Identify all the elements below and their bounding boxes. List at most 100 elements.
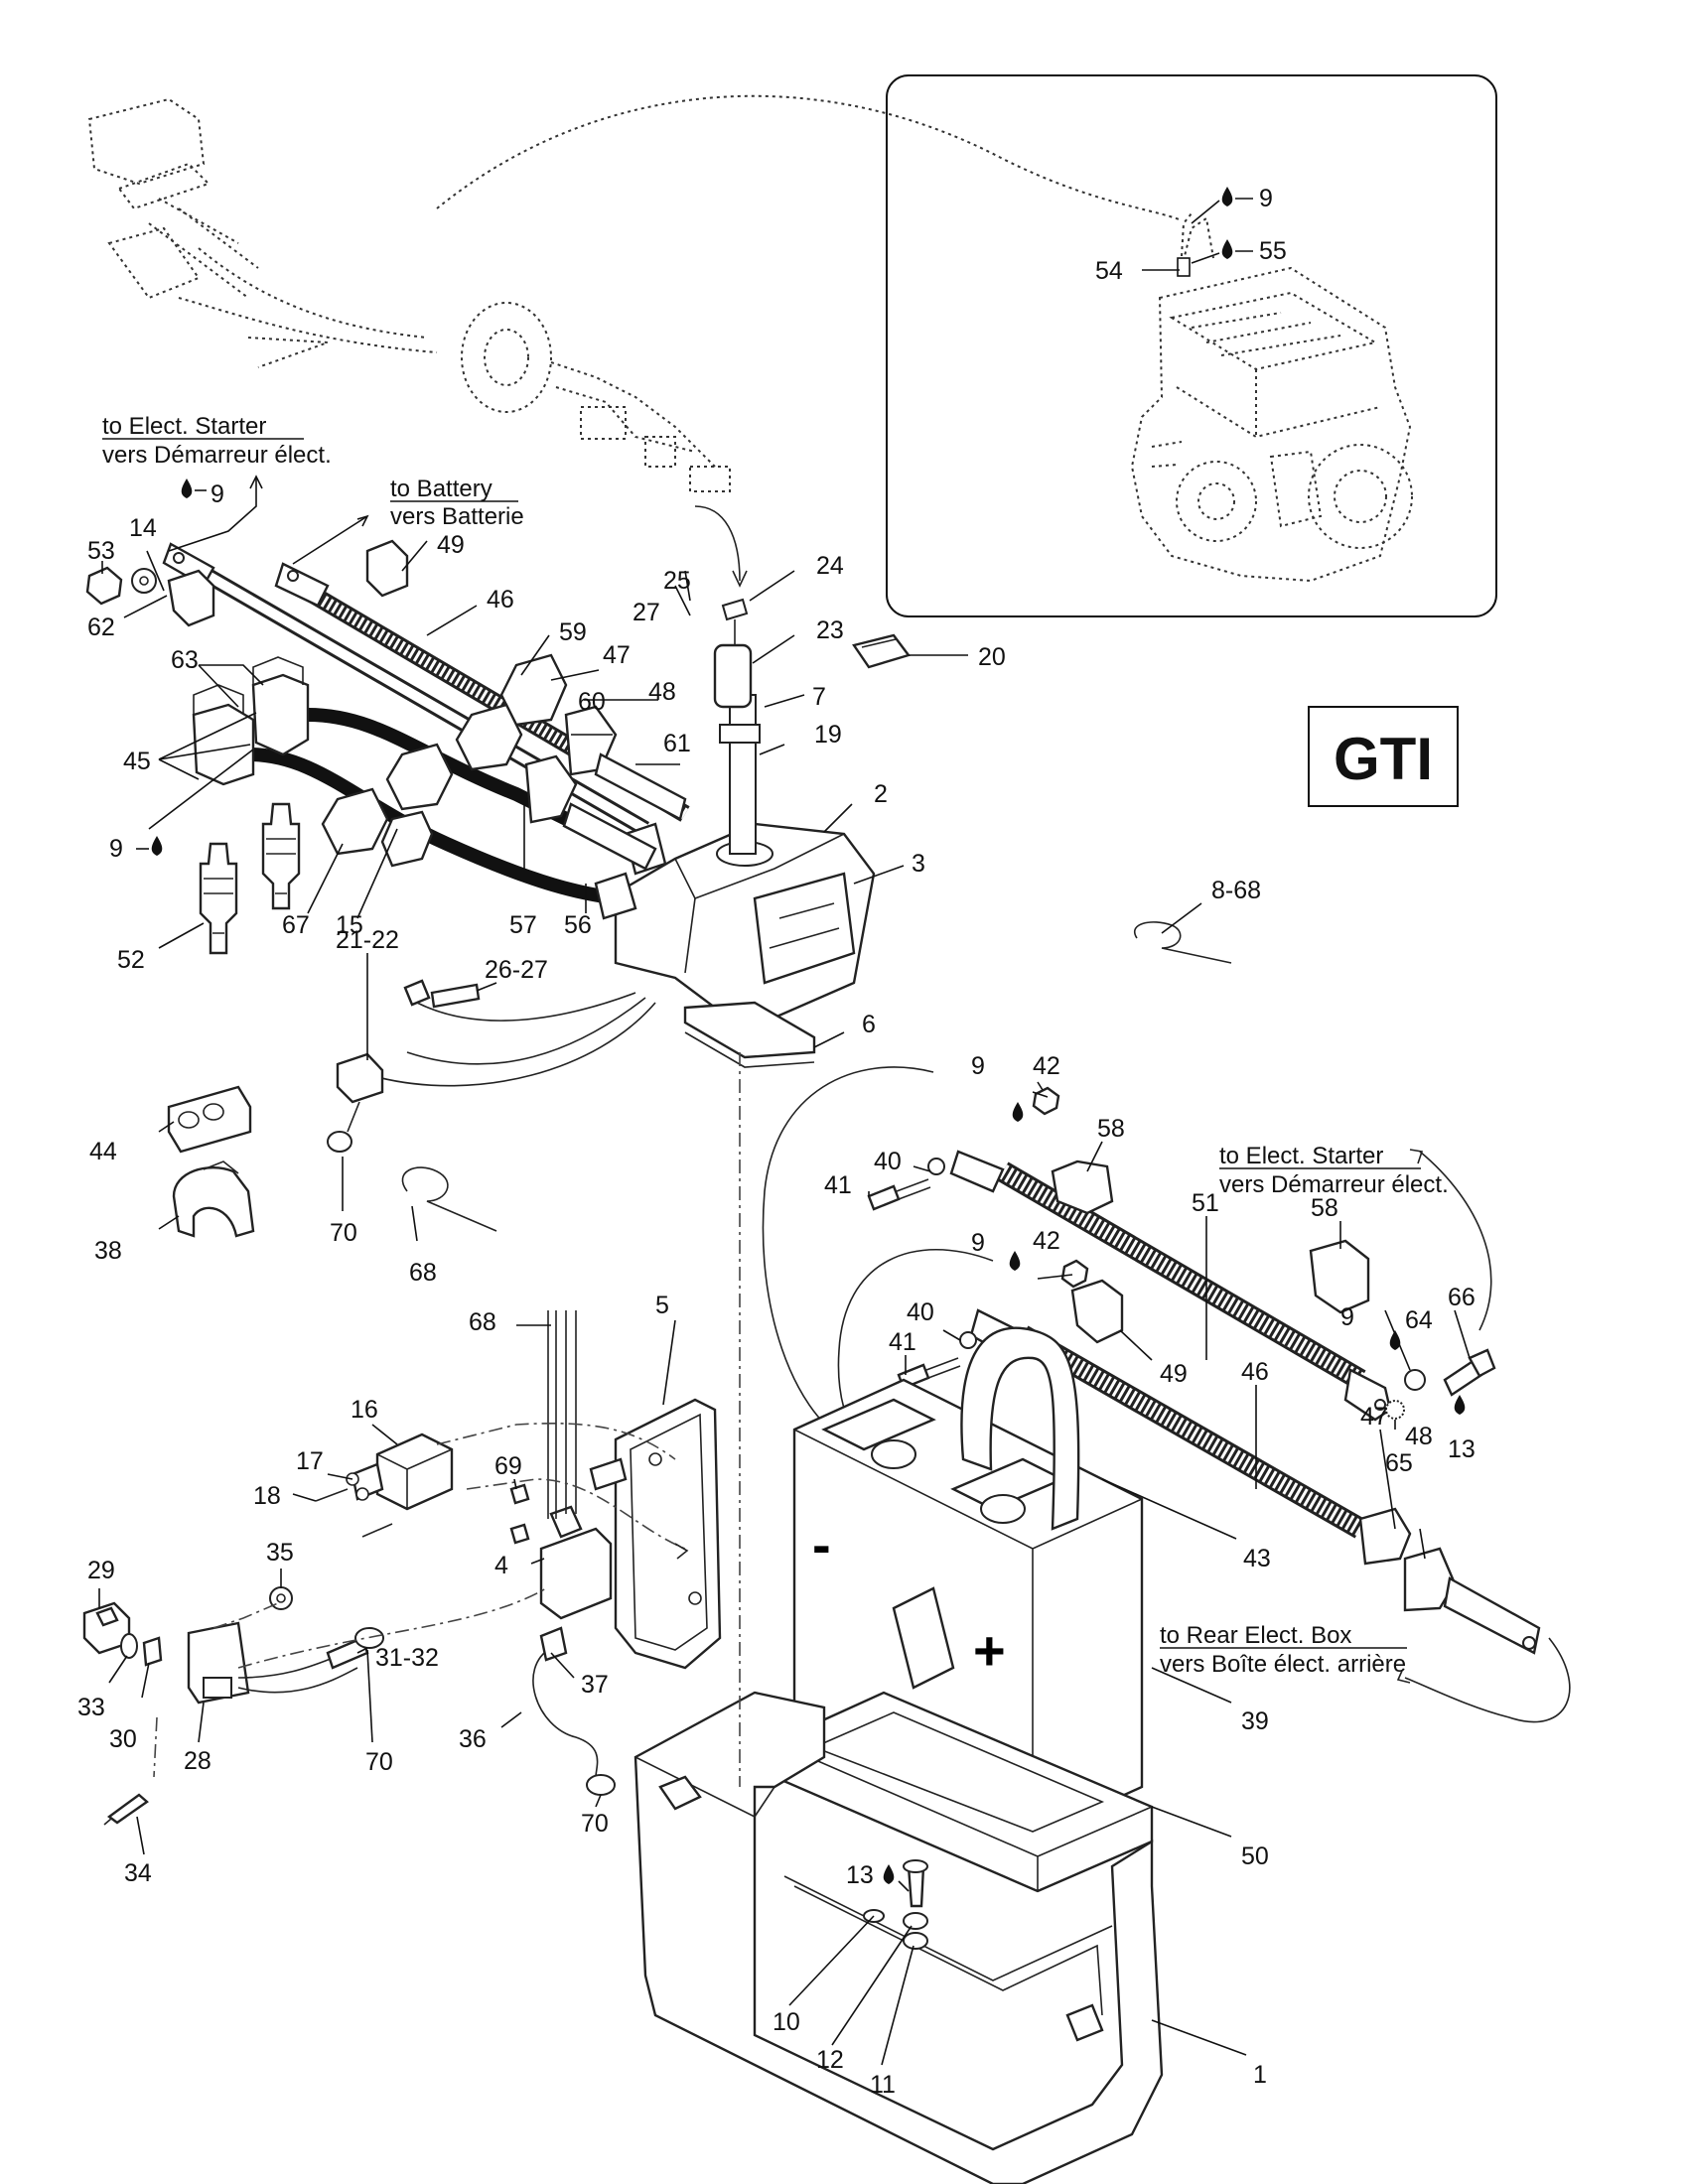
harness-to-connector-link [694,505,741,582]
callout-43: 43 [1243,1545,1271,1572]
battery-strap-43 [960,1326,1080,1531]
engine-illustration [1130,212,1413,583]
callout-46: 46 [1241,1358,1269,1386]
callout-70: 70 [330,1219,357,1247]
oil-drop-icon [181,478,193,498]
note-elect-starter-top-line1: to Elect. Starter [102,413,266,440]
callout-14: 14 [129,514,157,542]
callout-68: 68 [469,1308,496,1336]
callout-33: 33 [77,1694,105,1721]
callout-9: 9 [211,480,224,508]
callout-66: 66 [1448,1284,1476,1311]
callout-60: 60 [578,688,606,716]
harness-to-engine-link [436,94,1183,221]
callout-11: 11 [870,2071,896,2099]
callout-1: 1 [1253,2061,1267,2089]
callout-7: 7 [812,683,826,711]
oil-drop-icon [1221,239,1233,259]
callout-20: 20 [978,643,1006,671]
callout-36: 36 [459,1725,487,1753]
callout-67: 67 [282,911,310,939]
callout-42: 42 [1033,1052,1060,1080]
callout-55: 55 [1259,237,1287,265]
callout-40: 40 [874,1148,902,1175]
callout-27: 27 [633,599,660,626]
callout-13: 13 [1448,1435,1476,1463]
oil-drop-icon [1221,187,1233,206]
callout-42: 42 [1033,1227,1060,1255]
callout-35: 35 [266,1539,294,1567]
callout-59: 59 [559,618,587,646]
model-badge-frame [1308,706,1459,807]
cable-assembly-top [85,539,690,836]
routing-notes: to Elect. Starter vers Démarreur élect. … [102,413,1449,1678]
callout-54: 54 [1095,257,1123,285]
callout-58: 58 [1311,1194,1338,1222]
callout-21-22: 21-22 [336,926,399,954]
callout-6: 6 [862,1011,876,1038]
callout-26-27: 26-27 [485,956,548,984]
clips-44-38 [167,1085,255,1238]
callout-50: 50 [1241,1843,1269,1870]
callout-18: 18 [253,1482,281,1510]
callout-15: 15 [336,911,363,939]
callout-44: 44 [89,1138,117,1165]
callout-70: 70 [365,1748,393,1776]
callout-37: 37 [581,1671,609,1699]
engine-inset-frame [886,74,1497,617]
ground-wire-36 [532,1647,599,1778]
ignition-box-2 [192,598,911,1020]
callout-68: 68 [409,1259,437,1287]
callout-48: 48 [1405,1423,1433,1450]
callout-47: 47 [1360,1403,1388,1431]
battery-minus-sign: - [812,1513,831,1575]
callout-65: 65 [1385,1449,1413,1477]
callout-19: 19 [814,721,842,749]
model-badge: GTI [1334,726,1433,792]
callout-58: 58 [1097,1115,1125,1143]
callout-12: 12 [816,2046,844,2074]
callout-45: 45 [123,748,151,775]
oil-drop-icon [151,836,163,856]
callout-56: 56 [564,911,592,939]
callout-41: 41 [824,1171,852,1199]
oil-drop-icon [1012,1102,1024,1122]
battery-plus-sign: + [973,1619,1006,1682]
callout-16: 16 [351,1396,378,1424]
callout-41: 41 [889,1328,916,1356]
callout-30: 30 [109,1725,137,1753]
callout-49: 49 [437,531,465,559]
cable-56 [241,748,623,905]
note-elect-starter-right-line1: to Elect. Starter [1219,1143,1383,1169]
callout-39: 39 [1241,1707,1269,1735]
note-battery-line1: to Battery [390,476,492,502]
callout-31-32: 31-32 [375,1644,439,1672]
callout-17: 17 [296,1447,324,1475]
callout-38: 38 [94,1237,122,1265]
callout-9: 9 [109,835,123,863]
callout-4: 4 [494,1552,508,1579]
note-elect-starter-right-line2: vers Démarreur élect. [1219,1171,1449,1198]
callout-46: 46 [487,586,514,614]
lubricant-icons [151,187,1466,1884]
oil-drop-icon [1389,1330,1401,1350]
callout-8-68: 8-68 [1211,877,1261,904]
callout-labels: 9 55 54 9 14 53 62 63 49 46 59 47 60 48 … [77,185,1476,2099]
callout-62: 62 [87,614,115,641]
electrical-box-1 [633,1691,1164,2184]
ignition-module-assembly [315,1310,722,1796]
callout-25: 25 [663,567,691,595]
callout-9: 9 [971,1229,985,1257]
note-rear-box-line2: vers Boîte élect. arrière [1160,1651,1406,1678]
callout-69: 69 [494,1452,522,1480]
callout-29: 29 [87,1557,115,1584]
callout-13: 13 [846,1861,874,1889]
callout-64: 64 [1405,1306,1433,1334]
callout-34: 34 [124,1859,152,1887]
note-rear-box-line1: to Rear Elect. Box [1160,1622,1351,1649]
sensor-wiring-21-22 [327,979,656,1153]
callout-23: 23 [816,616,844,644]
pad-6 [683,1001,816,1068]
